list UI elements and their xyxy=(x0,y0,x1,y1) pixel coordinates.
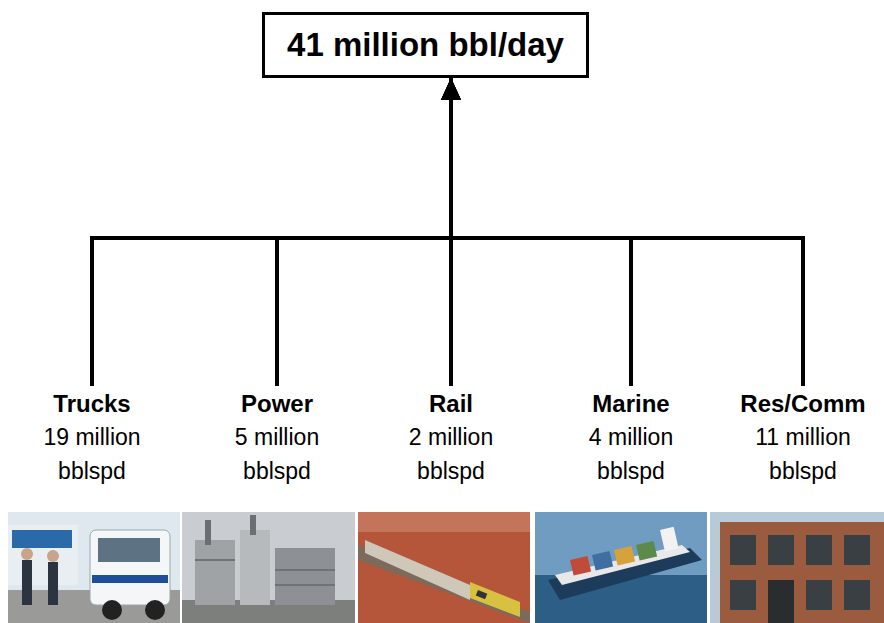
rail-photo xyxy=(358,512,530,623)
flow-connector xyxy=(451,78,631,386)
node-heading: Power xyxy=(202,388,352,420)
flow-connector xyxy=(277,78,451,386)
node-heading: 41 million bbl/day xyxy=(287,25,564,65)
node-heading: Trucks xyxy=(17,388,167,420)
total-box: 41 million bbl/day xyxy=(262,12,589,78)
node-heading: Marine xyxy=(556,388,706,420)
sector-node: Marine4 million bblspd xyxy=(556,388,706,488)
node-value: 5 million bblspd xyxy=(212,420,342,488)
power-plant-photo xyxy=(182,512,355,623)
node-heading: Res/Comm xyxy=(728,388,878,420)
node-value: 2 million bblspd xyxy=(386,420,516,488)
sector-node: Power5 million bblspd xyxy=(202,388,352,488)
flow-connector xyxy=(451,78,803,386)
node-heading: Rail xyxy=(376,388,526,420)
sector-node: Rail2 million bblspd xyxy=(376,388,526,488)
ship-photo xyxy=(535,512,707,623)
node-value: 4 million bblspd xyxy=(566,420,696,488)
node-value: 19 million bblspd xyxy=(27,420,157,488)
sector-node: Trucks19 million bblspd xyxy=(17,388,167,488)
sector-node: Res/Comm11 million bblspd xyxy=(728,388,878,488)
flow-connector xyxy=(92,78,451,386)
truck-photo xyxy=(8,512,180,623)
node-value: 11 million bblspd xyxy=(738,420,868,488)
building-photo xyxy=(710,512,884,623)
